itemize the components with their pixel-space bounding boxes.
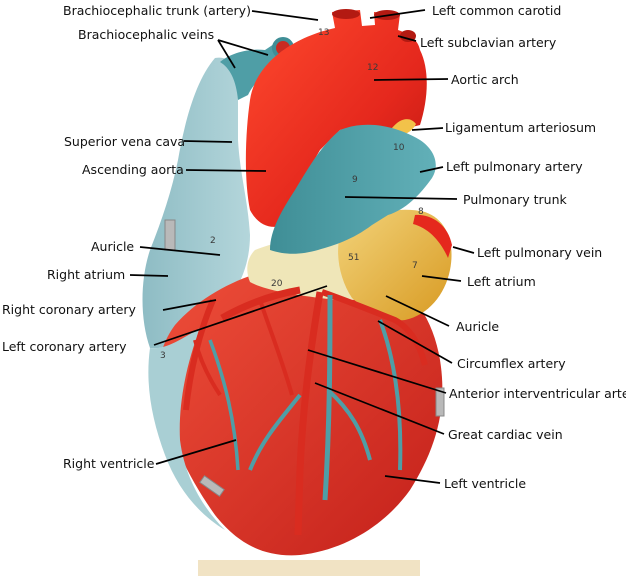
label-left-atrium: Left atrium: [467, 274, 536, 289]
model-number-3: 3: [160, 351, 166, 361]
coronary-vessels: [183, 286, 428, 536]
label-auricle-right: Auricle: [91, 239, 134, 254]
pulmonary-trunk-shape: [270, 124, 436, 254]
left-atrium-shape: [338, 209, 452, 321]
label-left-ventricle: Left ventricle: [444, 476, 526, 491]
label-ligamentum-arteriosum: Ligamentum arteriosum: [445, 120, 596, 135]
model-number-8: 8: [418, 207, 424, 217]
model-number-20: 20: [271, 279, 283, 289]
model-number-13: 13: [318, 28, 329, 38]
model-base: [198, 560, 420, 576]
label-brachiocephalic-trunk: Brachiocephalic trunk (artery): [63, 3, 251, 18]
left-pulmonary-vein-shape: [413, 214, 452, 258]
aorta-shape: [245, 10, 427, 227]
label-pulmonary-trunk: Pulmonary trunk: [463, 192, 568, 207]
label-left-common-carotid: Left common carotid: [432, 3, 561, 18]
leader-lines: [129, 9, 475, 484]
label-great-cardiac-vein: Great cardiac vein: [448, 427, 563, 442]
label-ascending-aorta: Ascending aorta: [82, 162, 184, 177]
label-aortic-arch: Aortic arch: [451, 72, 519, 87]
model-number-10: 10: [393, 143, 405, 153]
label-left-pulmonary-artery: Left pulmonary artery: [446, 159, 583, 174]
label-left-subclavian-artery: Left subclavian artery: [420, 35, 557, 50]
model-number-9: 9: [352, 175, 358, 185]
model-number-12: 12: [367, 63, 378, 73]
label-anterior-interventricular-artery: Anterior interventricular artery: [449, 386, 626, 401]
right-atrium-shape: [142, 57, 250, 349]
label-right-atrium: Right atrium: [47, 267, 125, 282]
label-right-coronary-artery: Right coronary artery: [2, 302, 137, 317]
label-right-ventricle: Right ventricle: [63, 456, 155, 471]
model-hinge-left: [164, 219, 176, 251]
label-superior-vena-cava: Superior vena cava: [64, 134, 185, 149]
ventricles-shape: [158, 262, 443, 556]
model-number-2: 2: [210, 236, 216, 246]
brachiocephalic-trunk-opening: [332, 9, 360, 19]
model-number-51: 51: [348, 253, 359, 263]
label-circumflex-artery: Circumflex artery: [457, 356, 566, 371]
model-hinge-bottom: [199, 475, 225, 497]
left-subclavian-opening: [400, 30, 416, 42]
label-left-pulmonary-vein: Left pulmonary vein: [477, 245, 602, 260]
model-hinge-right: [435, 387, 445, 417]
right-ventricle-edge: [148, 328, 225, 530]
label-left-coronary-artery: Left coronary artery: [2, 339, 127, 354]
label-auricle-left: Auricle: [456, 319, 499, 334]
model-number-7: 7: [412, 261, 418, 271]
label-brachiocephalic-veins: Brachiocephalic veins: [78, 27, 214, 42]
